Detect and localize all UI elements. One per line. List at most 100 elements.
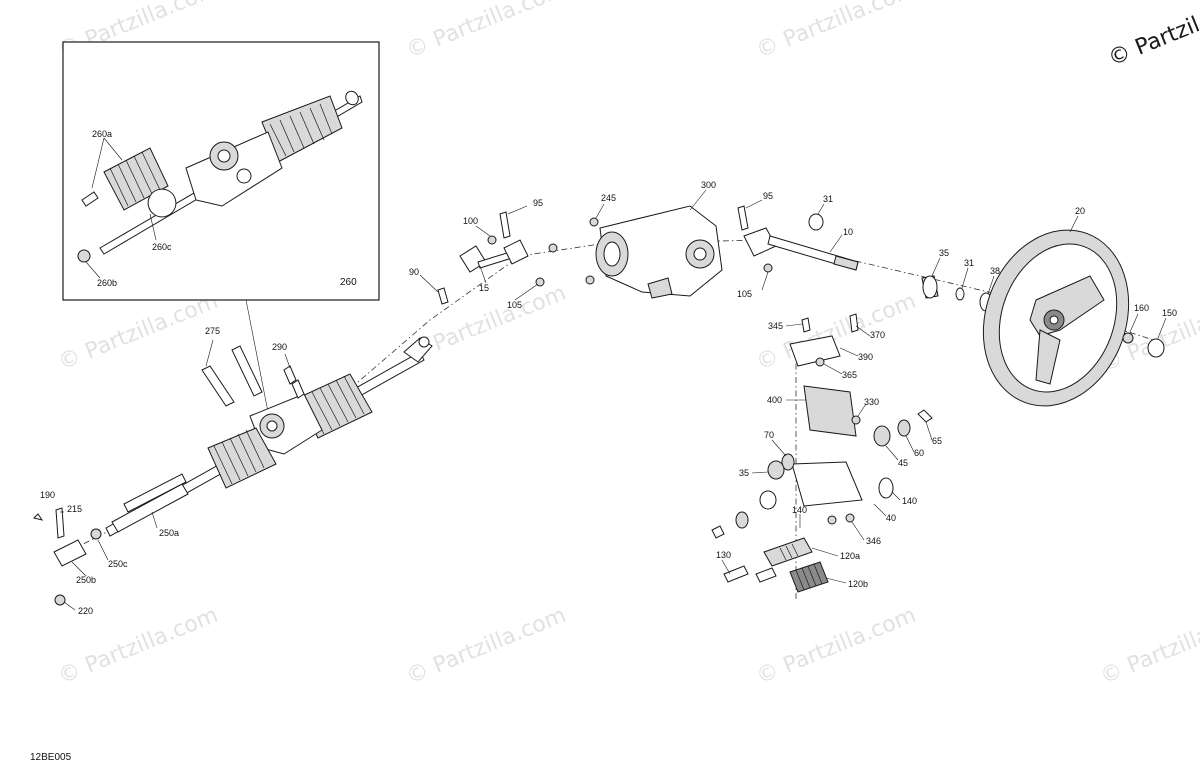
- callout-45: 45: [898, 458, 908, 468]
- callout-70: 70: [764, 430, 774, 440]
- callout-90: 90: [409, 267, 419, 277]
- bolt-95: [499, 211, 511, 239]
- callout-95b: 95: [763, 191, 773, 201]
- callout-31b: 31: [964, 258, 974, 268]
- nut-100: [487, 235, 497, 245]
- watermark: © Partzilla.com: [55, 289, 222, 376]
- callout-35b: 35: [739, 468, 749, 478]
- callout-10: 10: [843, 227, 853, 237]
- cotter-pin-190: [33, 513, 44, 521]
- bolt-370: [849, 313, 859, 333]
- callout-105b: 105: [737, 289, 752, 299]
- callout-120b: 120b: [848, 579, 868, 589]
- plate-400: [803, 385, 857, 437]
- callout-260c: 260c: [152, 242, 172, 252]
- callout-370: 370: [870, 330, 885, 340]
- inset-label-260: 260: [340, 277, 357, 288]
- callout-250c: 250c: [108, 559, 128, 569]
- inset-housing: [185, 131, 283, 207]
- lower-column-parts: [723, 537, 829, 593]
- nut-250c: [90, 528, 102, 540]
- bolt-215: [55, 507, 65, 539]
- bushing-lower: [735, 511, 749, 529]
- steering-wheel-20: [982, 229, 1130, 407]
- column-support-parts: [711, 313, 933, 539]
- callout-215: 215: [67, 504, 82, 514]
- bolt-90: [437, 287, 449, 305]
- callout-140: 140: [902, 496, 917, 506]
- bolt-275: [201, 365, 235, 407]
- callout-160: 160: [1134, 303, 1149, 313]
- watermark: © Partzilla.com: [1097, 603, 1200, 690]
- bushing-60: [897, 419, 911, 437]
- power-steering-unit-300: [585, 205, 723, 299]
- steering-column-shaft-10: [737, 205, 859, 273]
- nut-346b: [845, 513, 855, 523]
- bolt-290b: [291, 379, 305, 399]
- callout-15: 15: [479, 283, 489, 293]
- callout-290: 290: [272, 342, 287, 352]
- callout-20: 20: [1075, 206, 1085, 216]
- nut-unit: [585, 275, 595, 285]
- inset-detail-260: 260a 260b 260c 260: [62, 41, 380, 301]
- callout-365: 365: [842, 370, 857, 380]
- callout-300: 300: [701, 180, 716, 190]
- callout-95: 95: [533, 198, 543, 208]
- inset-nut-260b: [77, 249, 91, 263]
- ring-31: [808, 213, 824, 231]
- callout-130: 130: [716, 550, 731, 560]
- assembly-centerline: [59, 239, 1161, 557]
- watermark: © Partzilla.com: [403, 0, 570, 64]
- callout-120a: 120a: [840, 551, 860, 561]
- inset-clamp: [81, 191, 99, 207]
- callout-346: 346: [866, 536, 881, 546]
- callout-330: 330: [864, 397, 879, 407]
- callout-260b: 260b: [97, 278, 117, 288]
- nut-160: [1122, 332, 1134, 344]
- watermark: © Partzilla.com: [753, 603, 920, 690]
- callout-400: 400: [767, 395, 782, 405]
- watermark: © Partzilla.com: [403, 603, 570, 690]
- tube-140: [878, 477, 894, 499]
- callout-190: 190: [40, 490, 55, 500]
- callout-40: 40: [886, 513, 896, 523]
- nut-105b: [763, 263, 773, 273]
- bolt-345: [801, 317, 811, 333]
- bracket-390: [789, 335, 841, 367]
- cap-150: [1147, 338, 1165, 358]
- callout-220: 220: [78, 606, 93, 616]
- callout-250a: 250a: [159, 528, 179, 538]
- steering-rack-assembly: [105, 336, 433, 537]
- callout-31: 31: [823, 194, 833, 204]
- bushing-70: [781, 453, 795, 471]
- watermark: © Partzilla.com: [753, 0, 920, 64]
- nut-245: [589, 217, 599, 227]
- nut-365: [815, 357, 825, 367]
- watermark: © Partzilla.com: [403, 281, 570, 368]
- callout-35: 35: [939, 248, 949, 258]
- callout-250b: 250b: [76, 575, 96, 585]
- bolt-130: [723, 565, 749, 583]
- tie-rod-250a: [123, 473, 187, 513]
- clip-31: [955, 287, 965, 301]
- intermediate-shaft-15: [437, 211, 558, 305]
- callout-390: 390: [858, 352, 873, 362]
- boot-120b: [789, 561, 829, 593]
- callout-100: 100: [463, 216, 478, 226]
- rack-boot-left: [207, 427, 277, 489]
- inset-ball-joint: [147, 188, 177, 218]
- callout-105: 105: [507, 300, 522, 310]
- diagram-code: 12BE005: [30, 752, 72, 763]
- callout-245: 245: [601, 193, 616, 203]
- tie-rod-left-parts: [33, 473, 187, 606]
- tie-rod-end-250b: [53, 539, 87, 567]
- bolt-275b: [231, 345, 263, 397]
- watermark: © Partzilla.com: [753, 289, 920, 376]
- shaft-120a: [763, 537, 813, 567]
- bushing-35b: [767, 460, 785, 480]
- callout-150: 150: [1162, 308, 1177, 318]
- tube-140b: [759, 490, 777, 510]
- bolt-130b: [755, 567, 777, 583]
